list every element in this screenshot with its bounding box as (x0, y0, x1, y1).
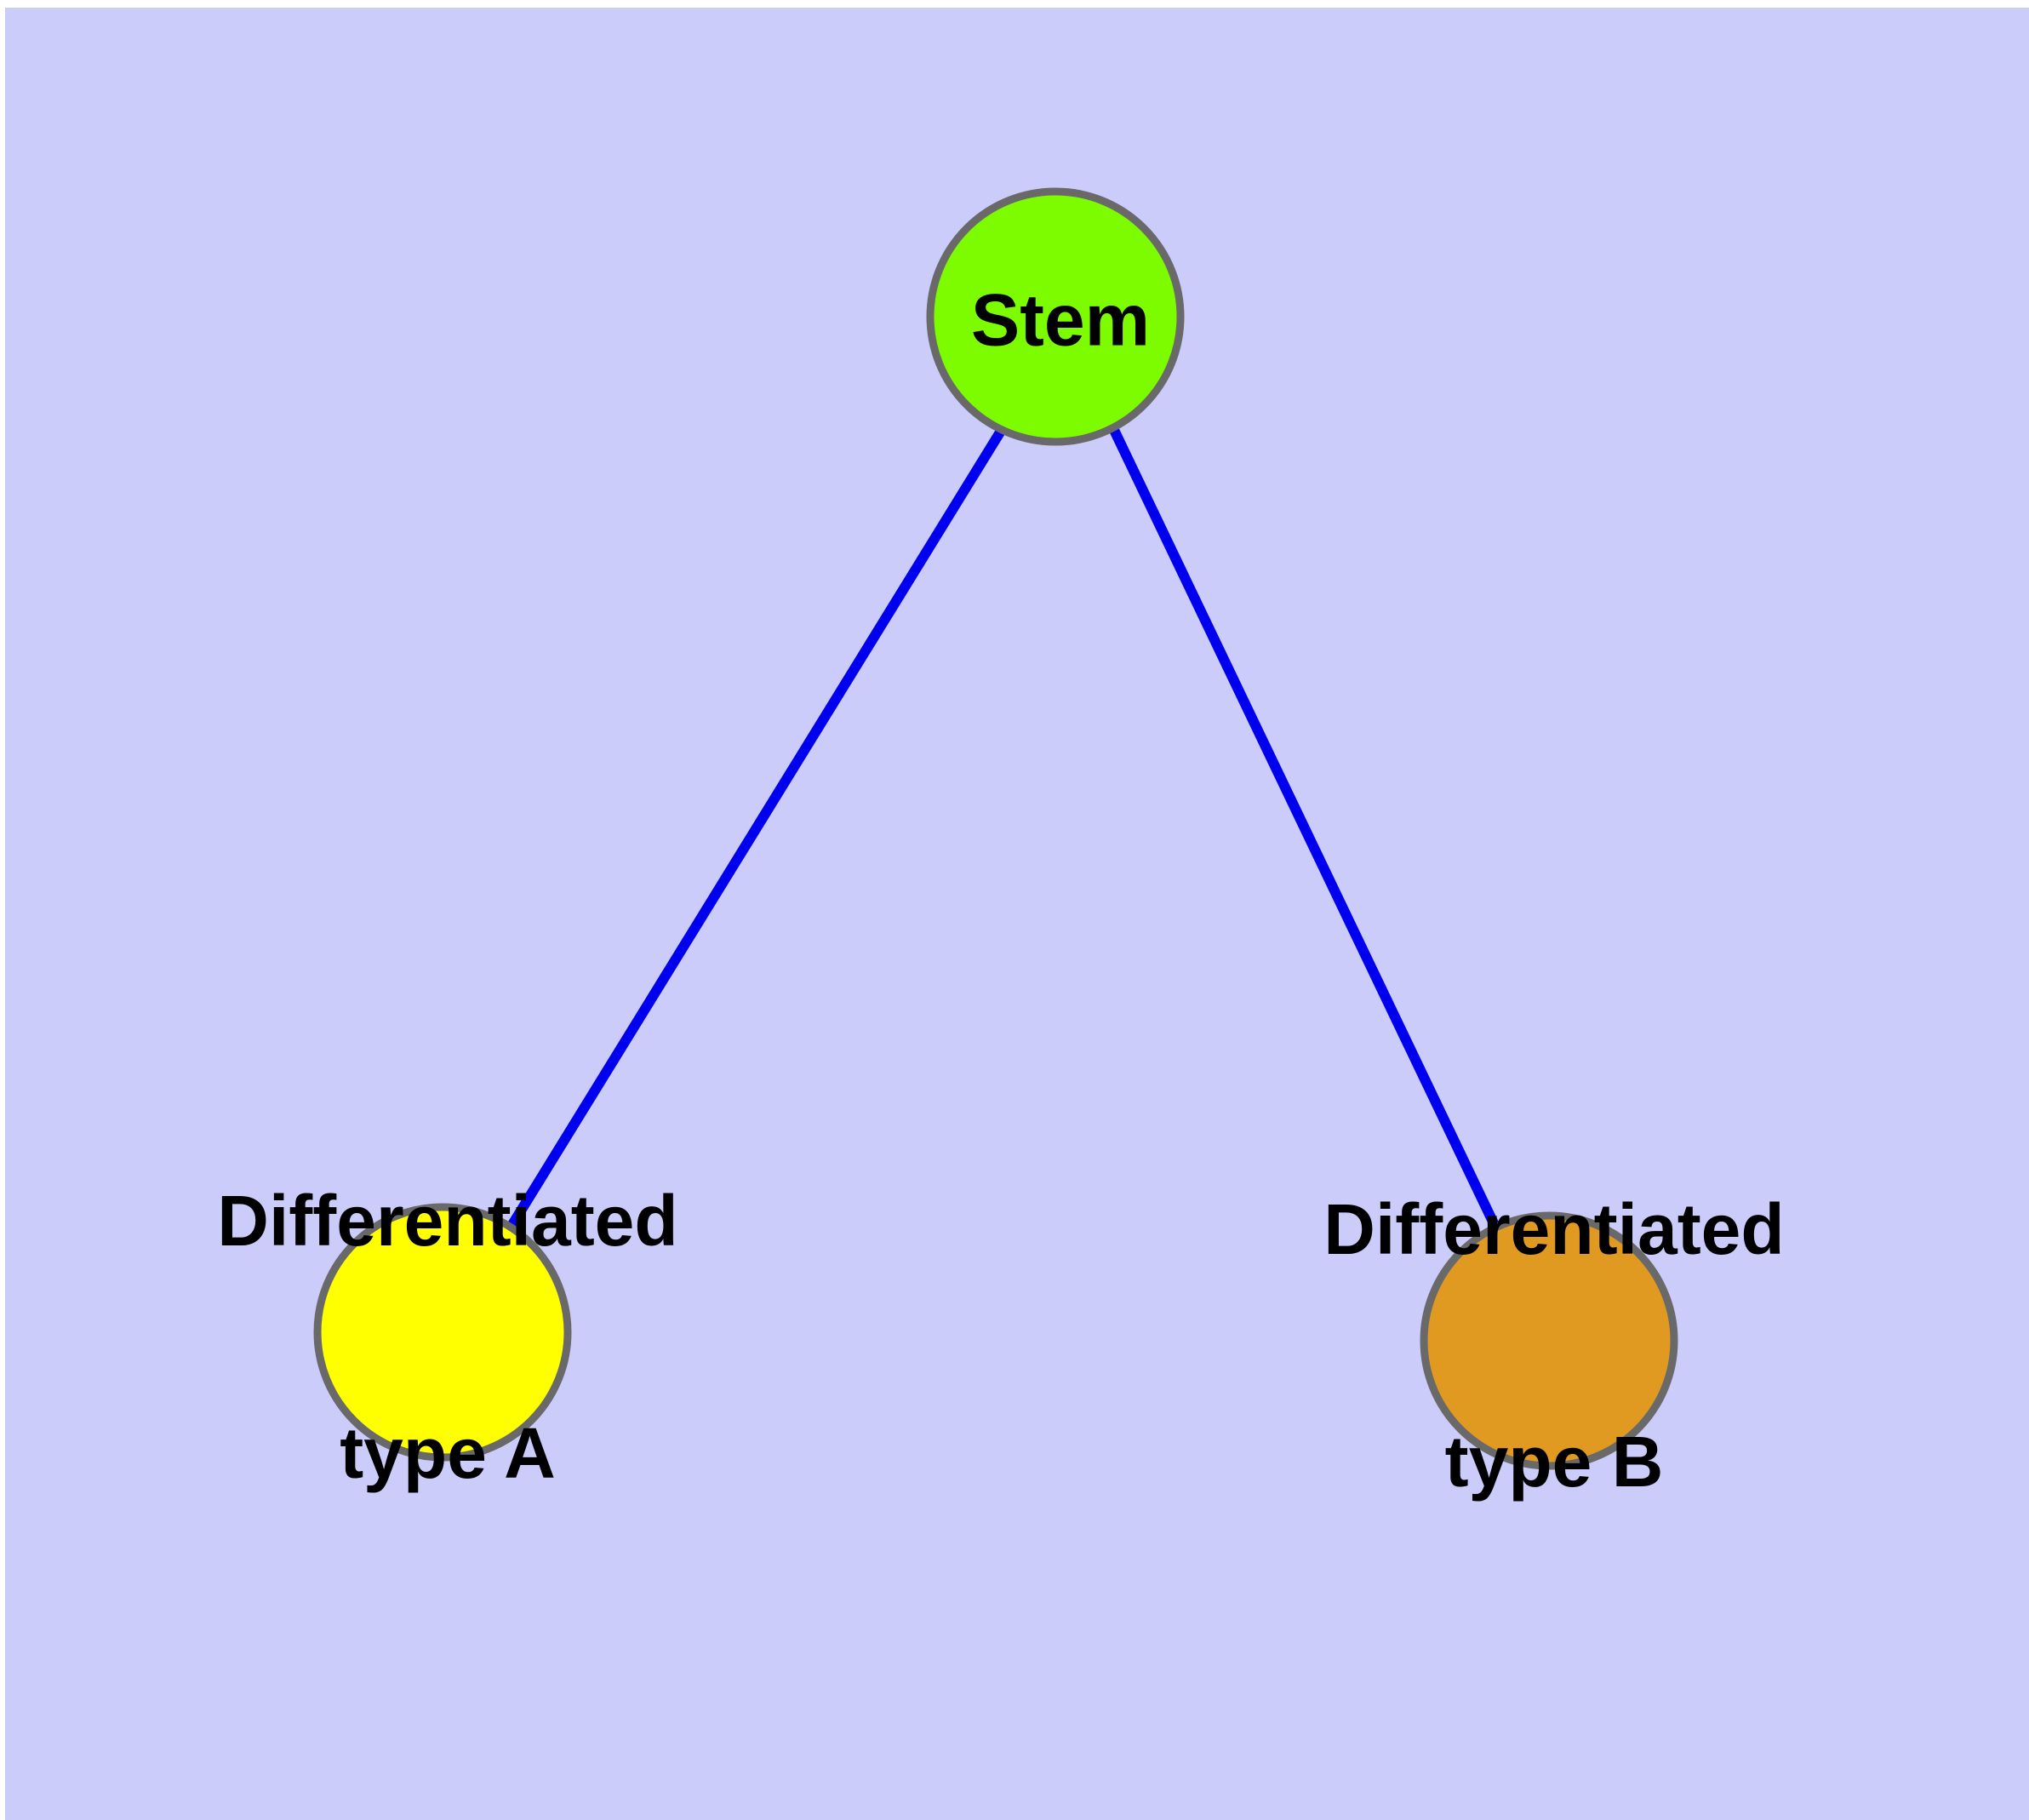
node-differentiated-type-a[interactable] (313, 1203, 572, 1462)
diagram-plot-area: Stem Differentiated type A Differentiate… (5, 8, 2029, 1820)
edge-stem-to-diff-a (497, 425, 1008, 1245)
graph-svg (313, 187, 1678, 1470)
edge-layer (497, 425, 1508, 1245)
node-stem[interactable] (926, 187, 1185, 446)
node-differentiated-type-b[interactable] (1420, 1211, 1678, 1470)
node-layer (313, 187, 1678, 1470)
edge-stem-to-diff-b (1108, 426, 1508, 1245)
